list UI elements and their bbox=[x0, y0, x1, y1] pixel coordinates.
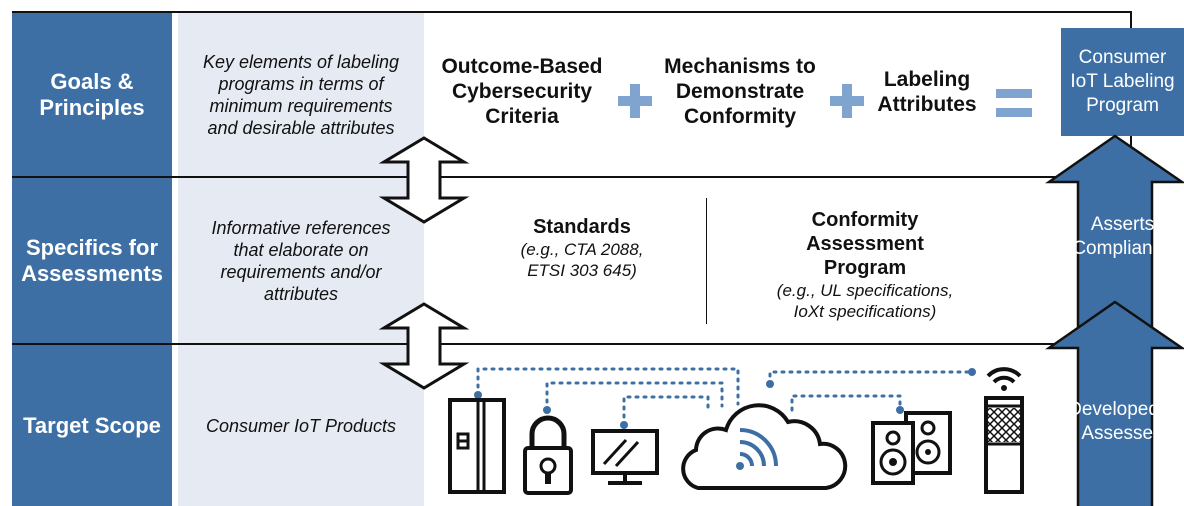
double-arrow-icon bbox=[378, 302, 470, 390]
labeling-program-box: Consumer IoT Labeling Program bbox=[1061, 28, 1184, 136]
row-desc-goals: Key elements of labeling programs in ter… bbox=[178, 13, 424, 176]
smart-speaker-icon bbox=[984, 367, 1024, 494]
row-label-target-scope: Target Scope bbox=[12, 345, 172, 506]
monitor-icon bbox=[591, 429, 659, 485]
equals-icon bbox=[996, 89, 1032, 117]
plus-icon bbox=[830, 84, 864, 118]
program-block: Conformity Assessment Program (e.g., UL … bbox=[730, 208, 1000, 322]
program-title: Conformity Assessment Program bbox=[806, 209, 924, 279]
standards-title: Standards bbox=[533, 216, 631, 238]
row-desc-specifics: Informative references that elaborate on… bbox=[178, 178, 424, 343]
standards-block: Standards (e.g., CTA 2088, ETSI 303 645) bbox=[482, 215, 682, 281]
refrigerator-icon bbox=[448, 398, 506, 494]
developed-assessed-label: Developed & Assessed bbox=[1068, 399, 1177, 444]
speakers-icon bbox=[871, 411, 952, 485]
row-label-specifics: Specifics for Assessments bbox=[12, 178, 172, 343]
labeling-attributes-text: Labeling Attributes bbox=[877, 68, 977, 116]
row-label-goals: Goals & Principles bbox=[12, 13, 172, 176]
vertical-separator bbox=[706, 198, 707, 324]
plus-icon bbox=[618, 84, 652, 118]
mechanisms-text: Mechanisms to Demonstrate Conformity bbox=[664, 55, 816, 128]
program-examples: (e.g., UL specifications, IoXt specifica… bbox=[776, 281, 954, 321]
lock-icon bbox=[523, 415, 573, 495]
double-arrow-icon bbox=[378, 136, 470, 224]
asserts-compliance-label: Asserts Compliance bbox=[1072, 214, 1173, 259]
divider-row1 bbox=[12, 176, 1061, 178]
cloud-wifi-icon bbox=[681, 403, 848, 490]
row-desc-target: Consumer IoT Products bbox=[178, 345, 424, 506]
top-border bbox=[12, 11, 1132, 13]
standards-examples: (e.g., CTA 2088, ETSI 303 645) bbox=[520, 240, 644, 280]
up-arrow-icon bbox=[1045, 300, 1184, 506]
criteria-text: Outcome-Based Cybersecurity Criteria bbox=[441, 55, 603, 128]
divider-row2 bbox=[12, 343, 1061, 345]
